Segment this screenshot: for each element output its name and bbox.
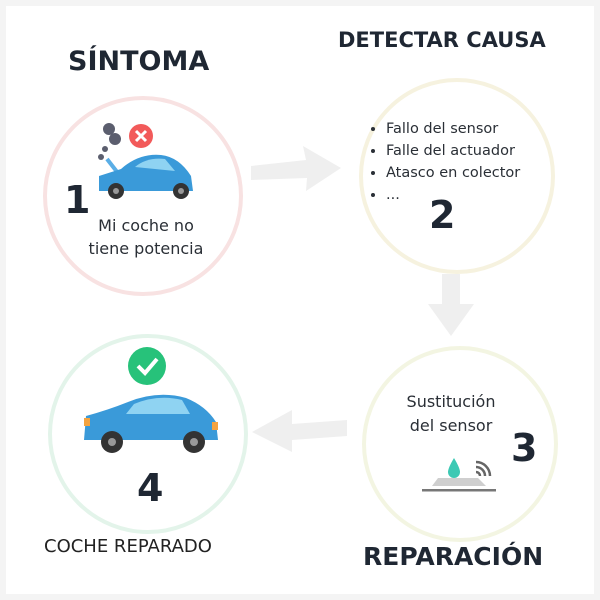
step4-number: 4 (137, 466, 164, 510)
diagram-canvas: SÍNTOMA DETECTAR CAUSA REPARACIÓN COCHE … (6, 6, 594, 594)
step1-title: SÍNTOMA (68, 46, 210, 77)
step3-number: 3 (511, 426, 538, 470)
step3-text-line1: Sustitución (406, 392, 496, 411)
cause-item: Atasco en colector (386, 162, 520, 184)
arrow-left-icon (252, 410, 347, 452)
cause-item: Fallo del sensor (386, 118, 520, 140)
repaired-car-icon (84, 394, 218, 453)
sensor-icon (422, 458, 496, 492)
cause-item: Falle del actuador (386, 140, 520, 162)
step3-text-line2: del sensor (409, 416, 493, 435)
step1-text-line1: Mi coche no (98, 216, 194, 235)
broken-car-icon (98, 123, 193, 199)
step1-text-line2: tiene potencia (88, 239, 204, 258)
step3-title: REPARACIÓN (363, 542, 544, 571)
step2-circle (359, 78, 555, 274)
arrow-down-icon (428, 274, 474, 336)
cause-item: ... (386, 184, 520, 206)
step4-title: COCHE REPARADO (44, 536, 212, 557)
step1-number: 1 (64, 178, 91, 222)
step2-title: DETECTAR CAUSA (338, 28, 546, 52)
causes-list: Fallo del sensor Falle del actuador Atas… (368, 118, 520, 206)
arrow-right-icon (251, 146, 341, 191)
step2-number: 2 (429, 193, 456, 237)
step3-circle (362, 346, 558, 542)
check-icon (128, 347, 166, 385)
